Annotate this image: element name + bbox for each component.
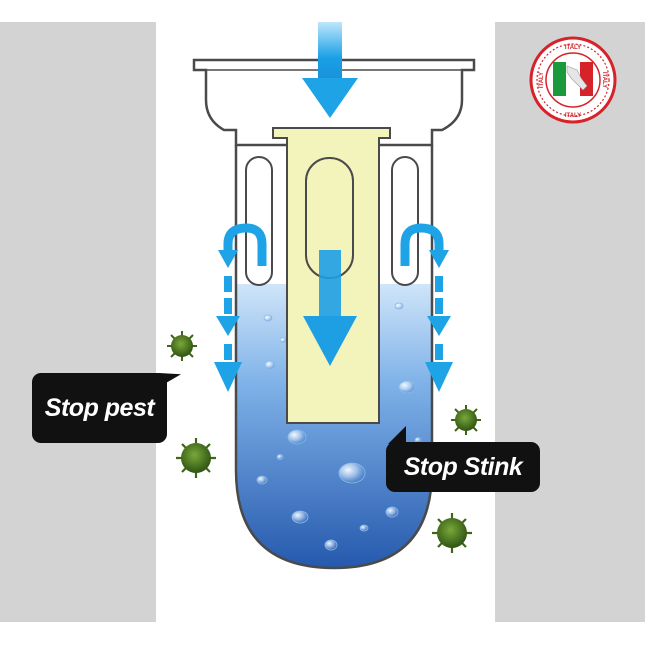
u-turn-arrow-icon [400,223,444,266]
svg-text:ITALY: ITALY [565,45,581,51]
water-body [236,284,432,568]
tube-outline [234,145,434,570]
bubbles [256,302,422,551]
stop-pest-label: Stop pest [44,393,155,422]
germ-icon [167,331,197,361]
svg-text:ITALY: ITALY [601,72,607,88]
germ-icon [451,405,481,435]
stop-stink-callout: Stop Stink [386,426,540,492]
right-slot [391,156,419,286]
stop-stink-label: Stop Stink [403,452,523,481]
germ-icon [176,438,216,478]
germ-icon [432,513,472,553]
down-arrow-icon [302,22,358,118]
left-side-panel [0,22,156,622]
svg-text:ITALY: ITALY [565,113,581,119]
down-arrow-icon [429,250,449,268]
u-turn-arrow-icon [223,223,267,266]
left-slot [245,156,273,286]
stop-pest-callout: Stop pest [32,373,167,443]
italy-badge-icon: ITALY ITALY ITALY ITALY [529,36,617,124]
svg-text:ITALY: ITALY [539,72,545,88]
down-arrow-icon [218,250,238,268]
dashed-flow-right [425,276,453,392]
down-arrow-icon [303,250,357,366]
dashed-flow-left [214,276,242,392]
